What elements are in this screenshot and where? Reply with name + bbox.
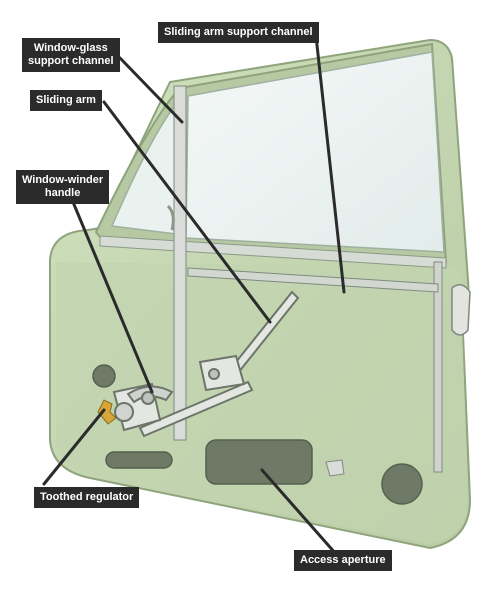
label-window-glass-line1: Window-glass (33, 42, 108, 54)
leader-winder (66, 188, 154, 394)
leader-lines (42, 34, 346, 556)
label-sliding-arm-support-channel: Sliding arm support channel (158, 22, 319, 43)
label-sliding-arm-support-channel-text: Sliding arm support channel (164, 26, 313, 38)
door-handle (451, 284, 471, 336)
label-sliding-arm-text: Sliding arm (36, 94, 96, 106)
window-glass (185, 51, 445, 253)
label-access-aperture: Access aperture (294, 550, 392, 571)
regulator-mechanism (112, 290, 300, 438)
access-aperture-shape (205, 439, 313, 485)
label-winder-line1: Window-winder (22, 174, 104, 186)
leader-access (260, 468, 338, 556)
label-winder-line2: handle (44, 187, 81, 199)
toothed-gear (97, 399, 117, 425)
sliding-arm-support-channel (187, 267, 439, 293)
label-toothed-regulator: Toothed regulator (34, 487, 140, 508)
round-hole-right (381, 463, 423, 505)
leader-window-glass (118, 56, 184, 124)
door-lower-shade (56, 262, 468, 544)
leader-sliding-arm (102, 100, 272, 324)
label-access-aperture-text: Access aperture (300, 554, 386, 566)
glass-support-channel (173, 85, 187, 441)
leader-toothed (42, 408, 106, 486)
label-toothed-regulator-text: Toothed regulator (40, 491, 134, 503)
latch-fitting (325, 459, 345, 477)
leader-sliding-channel (314, 34, 346, 294)
rear-channel (433, 261, 443, 473)
label-window-glass-support-channel: Window-glass support channel (22, 38, 120, 72)
vent-catch (166, 204, 175, 231)
label-sliding-arm: Sliding arm (30, 90, 102, 111)
slot-left (105, 451, 173, 469)
label-window-winder-handle: Window-winder handle (16, 170, 110, 204)
label-window-glass-line2: support channel (28, 55, 114, 67)
round-hole-left (92, 364, 116, 388)
